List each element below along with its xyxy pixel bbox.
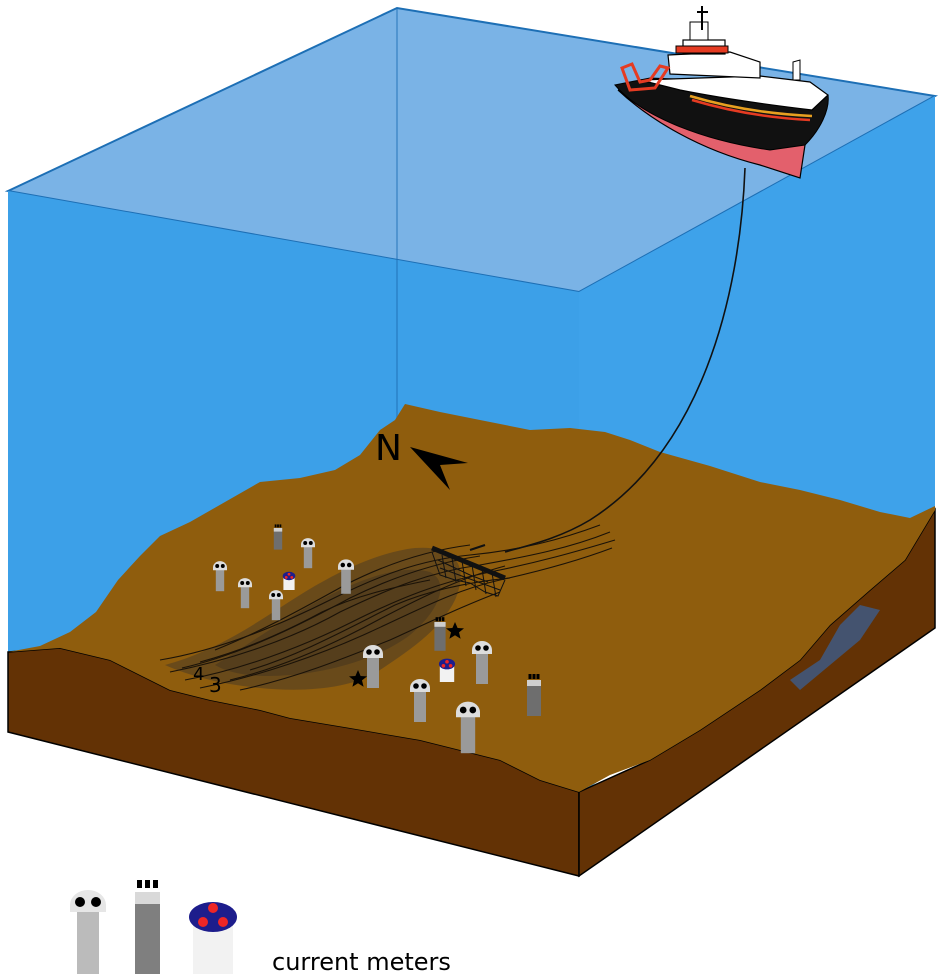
current-meter-icon [213,561,227,592]
legend: current meters [70,880,451,976]
current-meter-icon [338,559,354,594]
star-icon [446,622,464,639]
seabed [7,404,936,878]
plume-inner [215,569,441,676]
current-meter-icon [456,701,480,754]
current-meter-icon [273,524,283,550]
seabed-side-shadow [790,605,880,690]
star-icon [349,670,367,687]
current-meter-icon [301,538,315,569]
current-meter-type-a-icon [70,890,106,974]
north-label: N [375,428,402,469]
current-meter-icon [282,571,296,590]
current-meter-icon [363,645,383,688]
track-label-3: 3 [209,673,222,697]
current-meter-icon [472,641,492,684]
tow-cable [504,167,746,553]
current-meter-type-b-icon [135,880,160,974]
north-compass: N [375,428,468,490]
seabed-surface [8,404,935,792]
trawl-gear [431,167,746,598]
current-meter-icon [238,578,252,609]
current-meter-icon [438,658,456,682]
sampling-stars [349,622,464,687]
current-meter-type-c-icon [189,902,237,974]
beam-trawl-icon [431,544,506,598]
legend-label: current meters [272,948,451,976]
north-arrow-icon [410,447,468,490]
current-meter-icon [269,590,283,621]
current-meters-field [213,524,541,754]
current-meter-icon [434,617,446,651]
trawl-tracks [159,524,616,691]
track-label-4: 4 [193,664,204,685]
research-vessel-icon [614,6,829,179]
current-meter-icon [410,679,430,722]
current-meter-icon [527,674,541,716]
